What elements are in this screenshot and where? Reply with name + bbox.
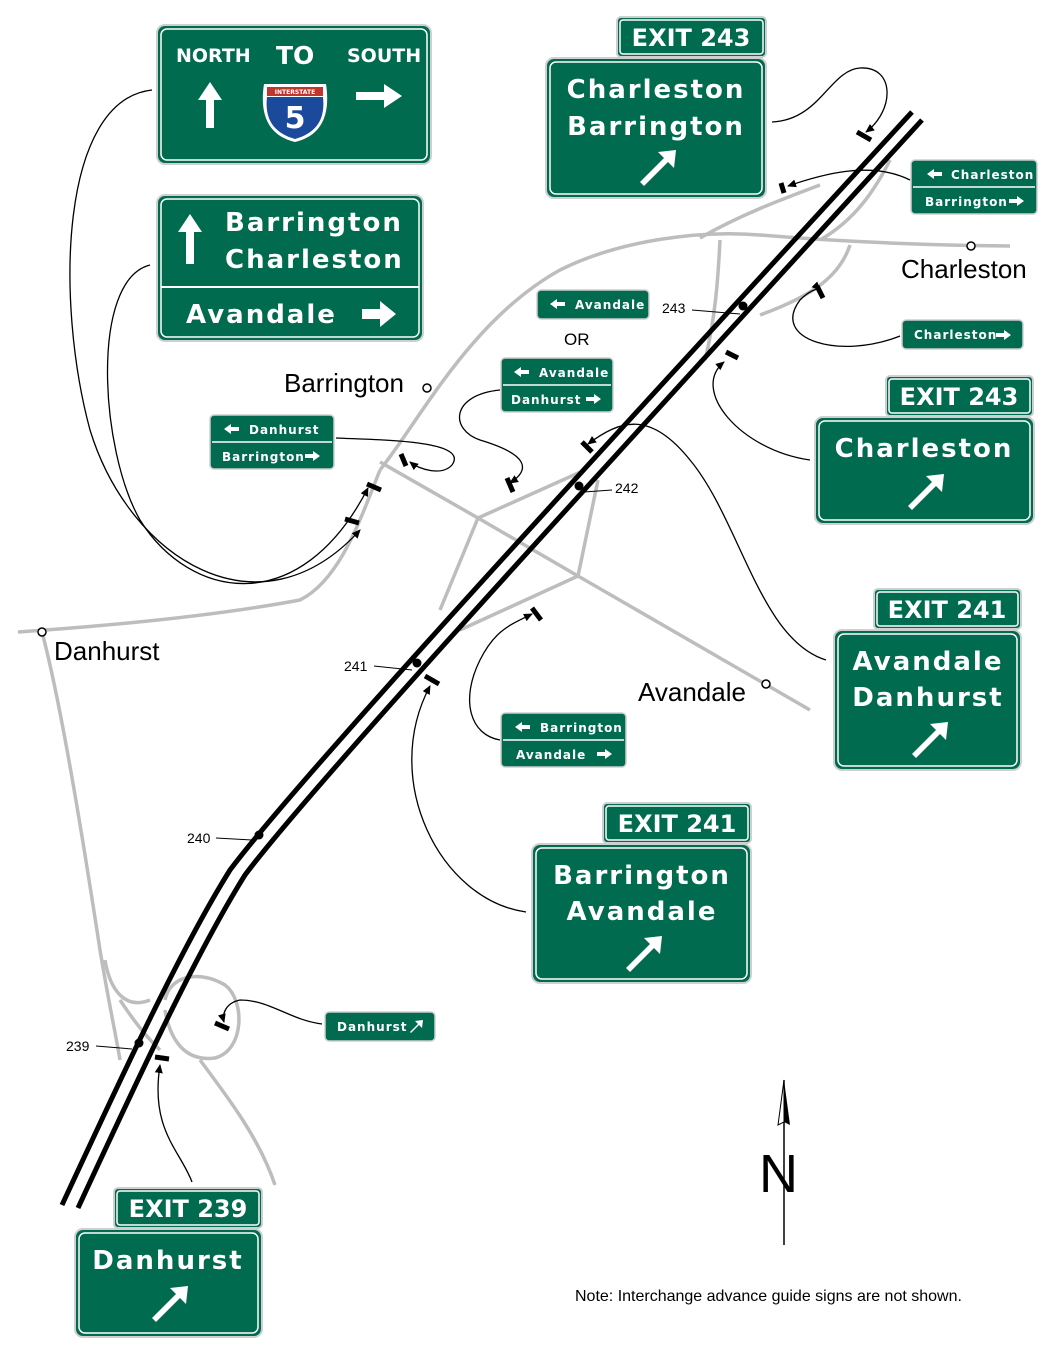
small-sign-barrington-avandale: Barrington Avandale <box>500 712 627 768</box>
arrow-right-icon <box>996 330 1011 340</box>
to-label: TO <box>276 41 314 70</box>
place-avandale: Avandale <box>638 677 746 707</box>
places: Charleston Barrington Danhurst Avandale <box>37 241 1027 707</box>
small-sign-charleston-barrington: Charleston Barrington <box>910 159 1038 215</box>
sign-location-markers <box>154 129 873 1062</box>
arrow-diagonal-icon <box>626 936 662 972</box>
sign-line-avandale: Avandale <box>567 897 718 927</box>
small-sign-charleston: Charleston <box>901 319 1024 350</box>
sign-line-barrington: Barrington <box>553 861 731 891</box>
small-sign-bottom-text: Danhurst <box>511 393 581 407</box>
small-sign-text: Avandale <box>575 298 645 312</box>
shield-label: INTERSTATE <box>275 89 315 96</box>
small-sign-top-text: Charleston <box>951 168 1034 182</box>
milepost-243: 243 <box>662 300 686 316</box>
arrow-right-icon <box>356 84 402 108</box>
arrow-up-icon <box>178 214 202 264</box>
sign-line-danhurst: Danhurst <box>852 683 1003 713</box>
arrow-left-icon <box>927 169 942 179</box>
exit-tab-241: EXIT 241 <box>618 810 737 838</box>
mileposts: 243 242 241 240 239 <box>66 300 748 1054</box>
small-sign-avandale-danhurst: Avandale Danhurst <box>500 357 614 413</box>
barrington-charleston-avandale-sign: Barrington Charleston Avandale <box>156 194 424 342</box>
arrow-up-icon <box>198 82 222 128</box>
north-arrow: N <box>759 1079 798 1245</box>
milepost-240: 240 <box>187 830 211 846</box>
small-sign-danhurst: Danhurst <box>324 1011 436 1042</box>
diagram-note: Note: Interchange advance guide signs ar… <box>575 1288 962 1305</box>
exit-tab-239: EXIT 239 <box>129 1195 248 1223</box>
trailblazer-sign: NORTH TO SOUTH INTERSTATE 5 <box>156 24 432 165</box>
arrow-right-icon <box>362 301 396 327</box>
small-sign-bottom-text: Barrington <box>925 195 1008 209</box>
place-barrington: Barrington <box>284 368 404 398</box>
arrow-left-icon <box>515 722 530 732</box>
place-danhurst: Danhurst <box>54 636 160 666</box>
milepost-239: 239 <box>66 1038 90 1054</box>
small-sign-top-text: Barrington <box>540 721 623 735</box>
exit-241-avandale-danhurst-sign: EXIT 241 Avandale Danhurst <box>833 588 1022 771</box>
direction-south: SOUTH <box>347 45 421 67</box>
exit-241-barrington-avandale-sign: EXIT 241 Barrington Avandale <box>531 802 752 984</box>
arrow-diagonal-icon <box>912 722 948 758</box>
sign-line-charleston: Charleston <box>567 75 746 105</box>
small-sign-bottom-text: Barrington <box>222 450 305 464</box>
exit-tab-243: EXIT 243 <box>632 24 751 52</box>
small-sign-danhurst-barrington: Danhurst Barrington <box>209 414 335 470</box>
shield-number: 5 <box>285 101 306 136</box>
exit-tab-241: EXIT 241 <box>888 596 1007 624</box>
arrow-left-icon <box>514 367 529 377</box>
exit-243-charleston-barrington-sign: EXIT 243 Charleston Barrington <box>545 16 767 199</box>
exit-239-danhurst-sign: EXIT 239 Danhurst <box>74 1187 263 1338</box>
place-charleston: Charleston <box>901 254 1027 284</box>
sign-line-avandale: Avandale <box>853 647 1004 677</box>
arrow-diagonal-icon <box>640 150 676 186</box>
arrow-right-icon <box>586 394 601 404</box>
arrow-diagonal-icon <box>908 474 944 510</box>
arrow-right-icon <box>1009 196 1024 206</box>
sign-line-charleston: Charleston <box>225 245 404 275</box>
leader-lines <box>69 67 911 1183</box>
exit-243-charleston-sign: EXIT 243 Charleston <box>814 375 1035 525</box>
small-sign-top-text: Avandale <box>539 366 609 380</box>
direction-north: NORTH <box>176 45 251 67</box>
interstate-shield-icon: INTERSTATE 5 <box>262 84 328 142</box>
sign-line-charleston: Charleston <box>835 434 1014 464</box>
arrow-diagonal-icon <box>410 1020 423 1033</box>
small-sign-text: Danhurst <box>337 1020 407 1034</box>
arrow-left-icon <box>550 299 565 309</box>
arrow-diagonal-icon <box>152 1286 188 1322</box>
sign-line-danhurst: Danhurst <box>92 1246 243 1276</box>
milepost-241: 241 <box>344 658 368 674</box>
arrow-right-icon <box>597 749 612 759</box>
milepost-242: 242 <box>615 480 639 496</box>
small-sign-top-text: Danhurst <box>249 423 319 437</box>
sign-line-avandale: Avandale <box>186 300 337 330</box>
sign-line-barrington: Barrington <box>567 112 745 142</box>
arrow-right-icon <box>305 451 320 461</box>
small-sign-bottom-text: Avandale <box>516 748 586 762</box>
small-sign-text: Charleston <box>914 328 997 342</box>
arrow-left-icon <box>224 424 239 434</box>
sign-line-barrington: Barrington <box>225 208 403 238</box>
exit-tab-243: EXIT 243 <box>900 383 1019 411</box>
north-label: N <box>759 1144 798 1204</box>
small-sign-avandale: Avandale <box>536 289 650 320</box>
or-label: OR <box>564 330 590 349</box>
